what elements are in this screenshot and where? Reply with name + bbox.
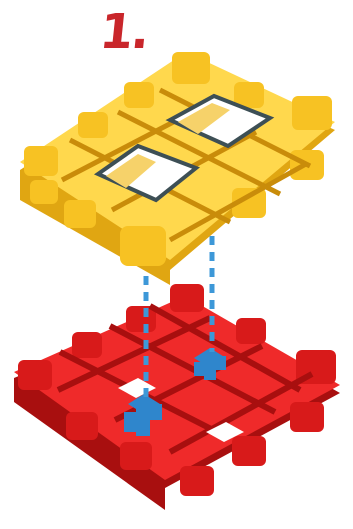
bottom-red-piece <box>14 284 340 510</box>
top-yellow-piece <box>20 52 335 285</box>
